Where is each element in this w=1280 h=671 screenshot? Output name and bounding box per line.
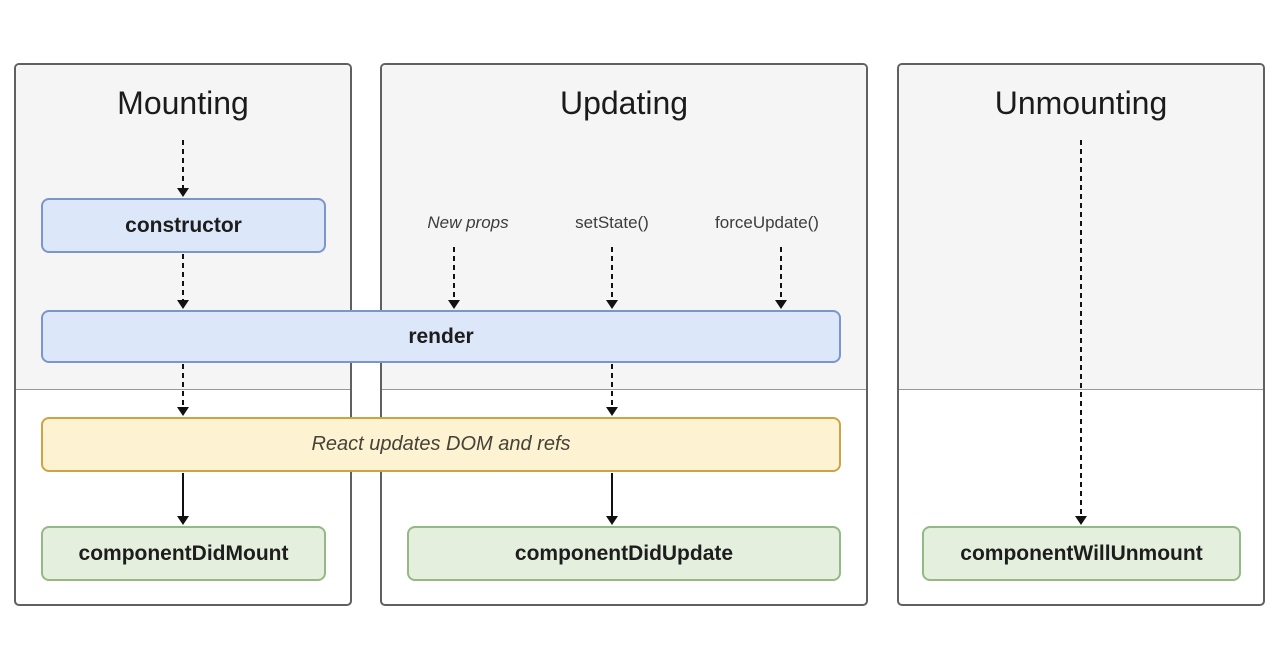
component-did-update-box[interactable]: componentDidUpdate [407, 526, 841, 581]
arrow-shaft [1080, 140, 1082, 517]
arrow-constructor-to-render [177, 254, 189, 309]
column-title-updating: Updating [559, 85, 689, 121]
arrow-head-icon [606, 516, 618, 525]
arrow-shaft [611, 473, 613, 517]
column-title-mounting: Mounting [117, 85, 249, 121]
arrow-render-to-react-updates-updating [606, 364, 618, 416]
arrow-set-state-to-render [606, 247, 618, 309]
arrow-shaft [182, 254, 184, 301]
react-updates-dom-box: React updates DOM and refs [41, 417, 841, 472]
arrow-mounting-to-constructor [177, 140, 189, 197]
arrow-shaft [182, 473, 184, 517]
arrow-head-icon [177, 407, 189, 416]
arrow-render-to-react-updates-mounting [177, 364, 189, 416]
trigger-label-force-update: forceUpdate() [715, 213, 819, 232]
arrow-head-icon [775, 300, 787, 309]
arrow-head-icon [177, 188, 189, 197]
arrow-shaft [611, 364, 613, 408]
arrow-shaft [182, 140, 184, 189]
arrow-react-updates-to-did-mount [177, 473, 189, 525]
column-title-unmounting: Unmounting [994, 85, 1168, 121]
trigger-label-set-state: setState() [575, 213, 649, 232]
arrow-head-icon [606, 300, 618, 309]
arrow-head-icon [1075, 516, 1087, 525]
arrow-shaft [453, 247, 455, 301]
render-box[interactable]: render [41, 310, 841, 363]
arrow-head-icon [448, 300, 460, 309]
arrow-head-icon [177, 516, 189, 525]
arrow-unmounting-to-will-unmount [1075, 140, 1087, 525]
constructor-box[interactable]: constructor [41, 198, 326, 253]
arrow-head-icon [606, 407, 618, 416]
arrow-new-props-to-render [448, 247, 460, 309]
arrow-shaft [182, 364, 184, 408]
arrow-react-updates-to-did-update [606, 473, 618, 525]
arrow-head-icon [177, 300, 189, 309]
component-did-mount-box[interactable]: componentDidMount [41, 526, 326, 581]
arrow-shaft [780, 247, 782, 301]
trigger-label-new-props: New props [427, 213, 509, 232]
arrow-shaft [611, 247, 613, 301]
arrow-force-update-to-render [775, 247, 787, 309]
component-will-unmount-box[interactable]: componentWillUnmount [922, 526, 1241, 581]
